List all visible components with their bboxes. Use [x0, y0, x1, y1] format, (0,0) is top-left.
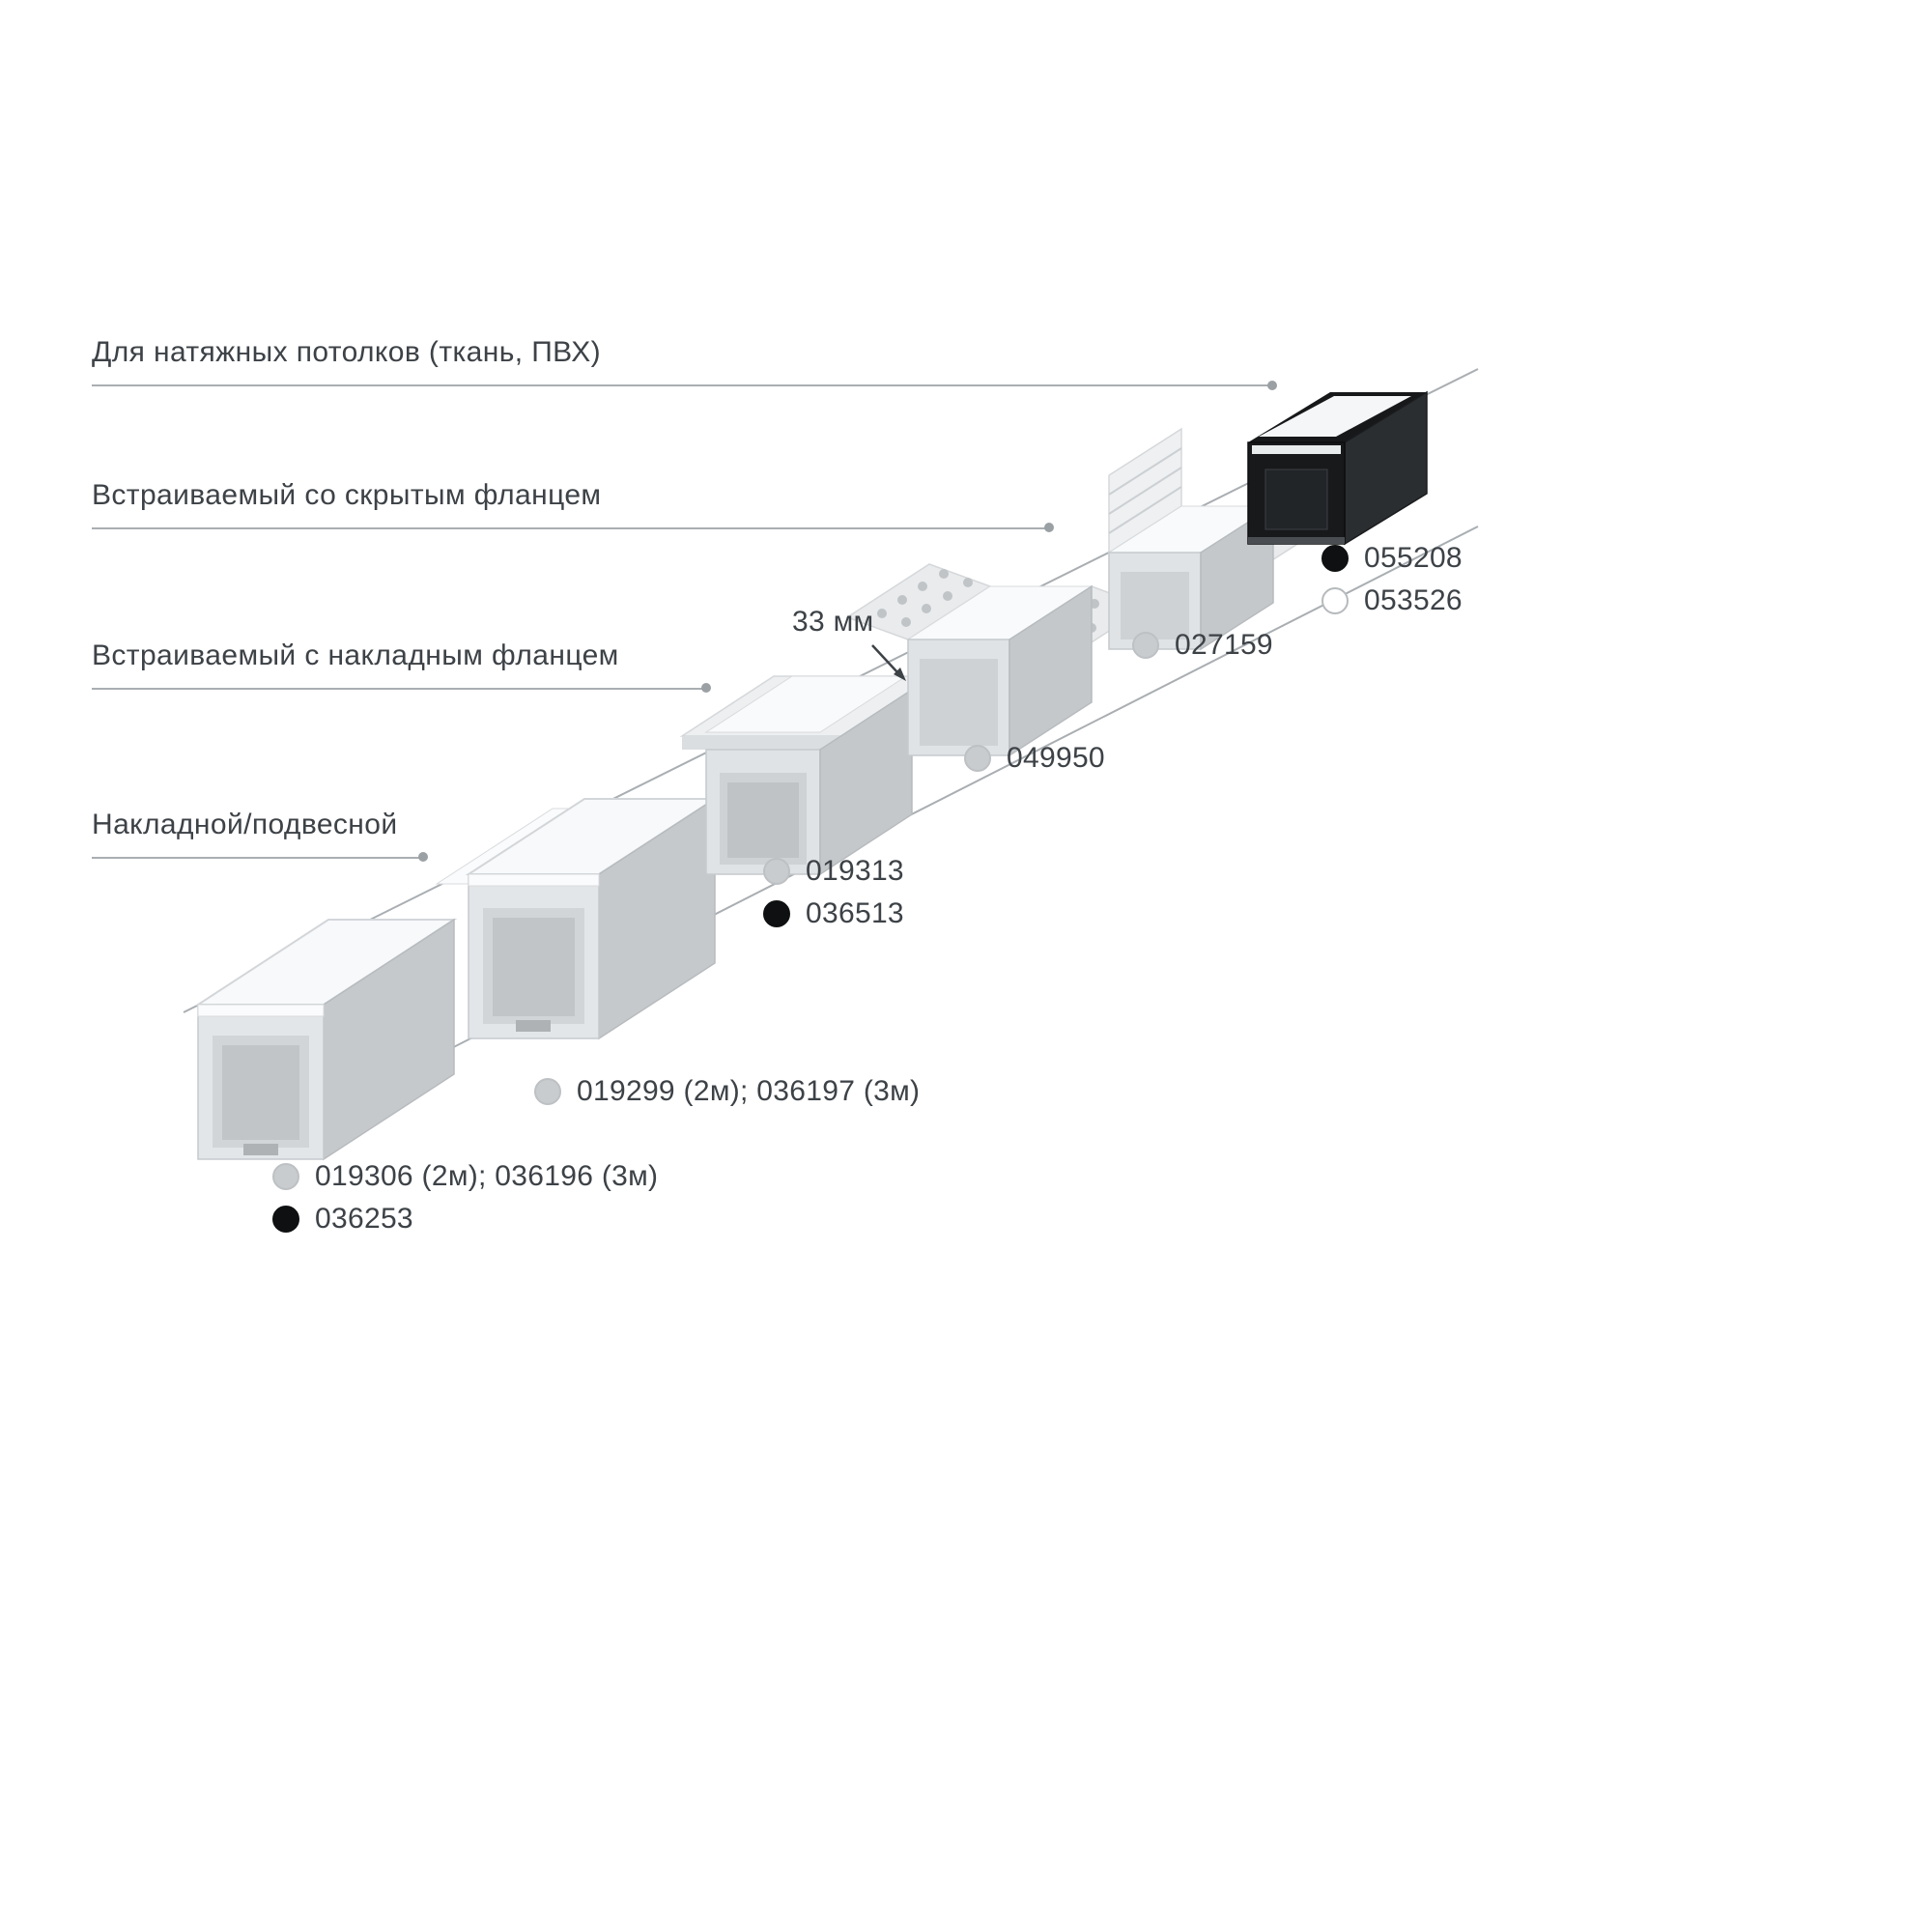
- codes-stretch-ceiling: 055208 053526: [1321, 540, 1463, 625]
- color-variant-dot: [1321, 545, 1349, 572]
- leader-line-surface-suspended: [92, 857, 424, 859]
- profile-recessed-hidden-flange-illustration: [845, 563, 1149, 757]
- product-code: 019299 (2м); 036197 (3м): [577, 1075, 921, 1107]
- color-variant-dot: [1132, 632, 1159, 659]
- leader-endpoint-dot: [1044, 523, 1054, 532]
- category-recessed-hidden-flange: Встраиваемый со скрытым фланцем: [92, 479, 602, 511]
- profile-surface-medium-illustration: [435, 797, 719, 1040]
- leader-line-stretch-ceilings: [92, 384, 1272, 386]
- category-stretch-ceilings: Для натяжных потолков (ткань, ПВХ): [92, 336, 602, 368]
- codes-recessed-surface-flange: 019313 036513: [763, 853, 904, 938]
- profile-stretch-ceiling-illustration: [1247, 390, 1428, 546]
- codes-surface-medium: 019299 (2м); 036197 (3м): [534, 1073, 920, 1116]
- product-code: 036253: [315, 1203, 413, 1235]
- codes-surface-large: 019306 (2м); 036196 (3м) 036253: [272, 1158, 658, 1243]
- category-surface-suspended: Накладной/подвесной: [92, 809, 398, 840]
- color-variant-dot: [763, 900, 790, 927]
- product-code-row: 036253: [272, 1201, 658, 1237]
- category-recessed-surface-flange: Встраиваемый с накладным фланцем: [92, 639, 619, 671]
- product-code-row: 036513: [763, 895, 904, 932]
- product-code-row: 055208: [1321, 540, 1463, 577]
- color-variant-dot: [1321, 587, 1349, 614]
- product-code: 053526: [1364, 584, 1463, 616]
- color-variant-dot: [272, 1206, 299, 1233]
- leader-endpoint-dot: [1267, 381, 1277, 390]
- product-code-row: 019313: [763, 853, 904, 890]
- product-code-row: 019306 (2м); 036196 (3м): [272, 1158, 658, 1195]
- product-code: 036513: [806, 897, 904, 929]
- profile-surface-large-illustration: [194, 918, 458, 1161]
- product-code: 027159: [1175, 629, 1273, 661]
- color-variant-dot: [964, 745, 991, 772]
- product-code: 019306 (2м); 036196 (3м): [315, 1160, 659, 1192]
- leader-endpoint-dot: [418, 852, 428, 862]
- color-variant-dot: [272, 1163, 299, 1190]
- dimension-arrow-33mm: [871, 644, 906, 681]
- product-code: 049950: [1007, 742, 1105, 774]
- product-code-row: 049950: [964, 740, 1105, 777]
- product-code: 055208: [1364, 542, 1463, 574]
- leader-line-recessed-hidden-flange: [92, 527, 1050, 529]
- profile-recessed-surface-flange-illustration: [679, 675, 936, 876]
- product-code-row: 019299 (2м); 036197 (3м): [534, 1073, 920, 1110]
- product-code-row: 027159: [1132, 627, 1273, 664]
- leader-line-recessed-surface-flange: [92, 688, 707, 690]
- color-variant-dot: [763, 858, 790, 885]
- codes-recessed-hidden-flange: 049950: [964, 740, 1105, 782]
- dimension-label-33mm: 33 мм: [792, 606, 874, 638]
- color-variant-dot: [534, 1078, 561, 1105]
- product-code: 019313: [806, 855, 904, 887]
- leader-endpoint-dot: [701, 683, 711, 693]
- product-code-row: 053526: [1321, 582, 1463, 619]
- codes-hidden-flange: 027159: [1132, 627, 1273, 669]
